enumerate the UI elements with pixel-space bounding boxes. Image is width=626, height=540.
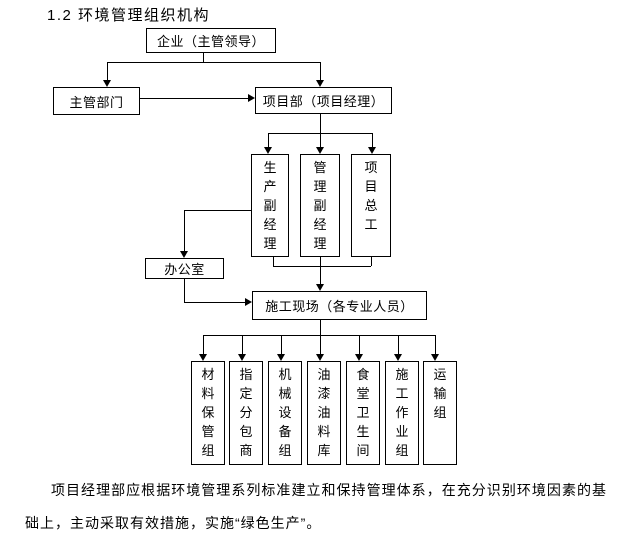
connector-line xyxy=(203,52,204,62)
node-machinery-equipment-group: 机 械 设 备 组 xyxy=(268,361,302,465)
node-material-storage-group: 材 料 保 管 组 xyxy=(191,361,225,465)
connector-arrowhead xyxy=(368,147,376,154)
connector-line xyxy=(359,335,360,354)
node-enterprise: 企业（主管领导） xyxy=(146,28,276,53)
node-label: 生 产 副 经 理 xyxy=(263,160,277,251)
connector-line xyxy=(398,335,399,354)
node-label: 施 工 作 业 组 xyxy=(395,367,409,458)
connector-line xyxy=(273,257,274,266)
node-label: 项目部（项目经理） xyxy=(262,94,385,109)
node-supervising-dept: 主管部门 xyxy=(53,87,140,115)
connector-arrowhead xyxy=(248,94,255,102)
node-label: 施工现场（各专业人员） xyxy=(265,299,414,314)
connector-line xyxy=(140,98,248,99)
connector-arrowhead xyxy=(316,80,324,87)
node-construction-work-group: 施 工 作 业 组 xyxy=(385,361,419,465)
connector-line xyxy=(320,62,321,80)
connector-line xyxy=(242,335,243,354)
node-label: 油 漆 油 料 库 xyxy=(317,367,331,458)
node-label: 项 目 总 工 xyxy=(364,160,378,232)
connector-arrowhead xyxy=(316,147,324,154)
connector-line xyxy=(320,133,321,147)
connector-arrowhead xyxy=(180,251,188,258)
node-label: 企业（主管领导） xyxy=(156,34,265,49)
connector-line xyxy=(320,257,321,284)
connector-arrowhead xyxy=(264,147,272,154)
connector-arrowhead xyxy=(394,354,402,361)
section-title: 1.2 环境管理组织机构 xyxy=(47,7,211,24)
connector-line xyxy=(107,62,321,63)
connector-line xyxy=(320,335,321,354)
node-label: 运 输 组 xyxy=(433,367,447,420)
connector-arrowhead xyxy=(238,354,246,361)
connector-line xyxy=(268,133,269,147)
connector-arrowhead xyxy=(199,354,207,361)
connector-line xyxy=(184,210,251,211)
body-paragraph: 项目经理部应根据环境管理系列标准建立和保持管理体系，在充分识别环境因素的基础上，… xyxy=(25,482,607,531)
node-label: 机 械 设 备 组 xyxy=(278,367,292,458)
connector-line xyxy=(184,279,185,302)
connector-line xyxy=(184,210,185,251)
connector-line xyxy=(372,133,373,147)
connector-arrowhead xyxy=(316,354,324,361)
node-label: 主管部门 xyxy=(69,94,124,110)
connector-line xyxy=(273,266,371,267)
connector-arrowhead xyxy=(316,284,324,291)
connector-arrowhead xyxy=(245,298,252,306)
node-project-chief-engineer: 项 目 总 工 xyxy=(351,154,391,257)
connector-line xyxy=(203,335,435,336)
node-office: 办公室 xyxy=(145,258,224,279)
node-construction-site: 施工现场（各专业人员） xyxy=(252,291,427,320)
node-designated-subcontractor: 指 定 分 包 商 xyxy=(229,361,263,465)
node-label: 材 料 保 管 组 xyxy=(201,367,215,458)
node-transport-group: 运 输 组 xyxy=(423,361,457,465)
connector-line xyxy=(320,114,321,133)
node-label: 管 理 副 经 理 xyxy=(313,160,327,251)
connector-arrowhead xyxy=(277,354,285,361)
node-canteen-restroom: 食 堂 卫 生 间 xyxy=(346,361,380,465)
connector-arrowhead xyxy=(355,354,363,361)
connector-arrowhead xyxy=(103,80,111,87)
node-production-deputy-manager: 生 产 副 经 理 xyxy=(251,154,289,257)
connector-line xyxy=(371,257,372,266)
node-label: 食 堂 卫 生 间 xyxy=(356,367,370,458)
connector-line xyxy=(281,335,282,354)
node-management-deputy-manager: 管 理 副 经 理 xyxy=(300,154,340,257)
node-paint-oil-depot: 油 漆 油 料 库 xyxy=(307,361,341,465)
connector-line xyxy=(203,335,204,354)
connector-line xyxy=(107,62,108,80)
connector-line xyxy=(435,335,436,354)
connector-arrowhead xyxy=(431,354,439,361)
node-project-dept: 项目部（项目经理） xyxy=(255,87,392,114)
node-label: 办公室 xyxy=(164,262,205,277)
node-label: 指 定 分 包 商 xyxy=(239,367,253,458)
connector-line xyxy=(184,302,245,303)
connector-line xyxy=(320,320,321,335)
